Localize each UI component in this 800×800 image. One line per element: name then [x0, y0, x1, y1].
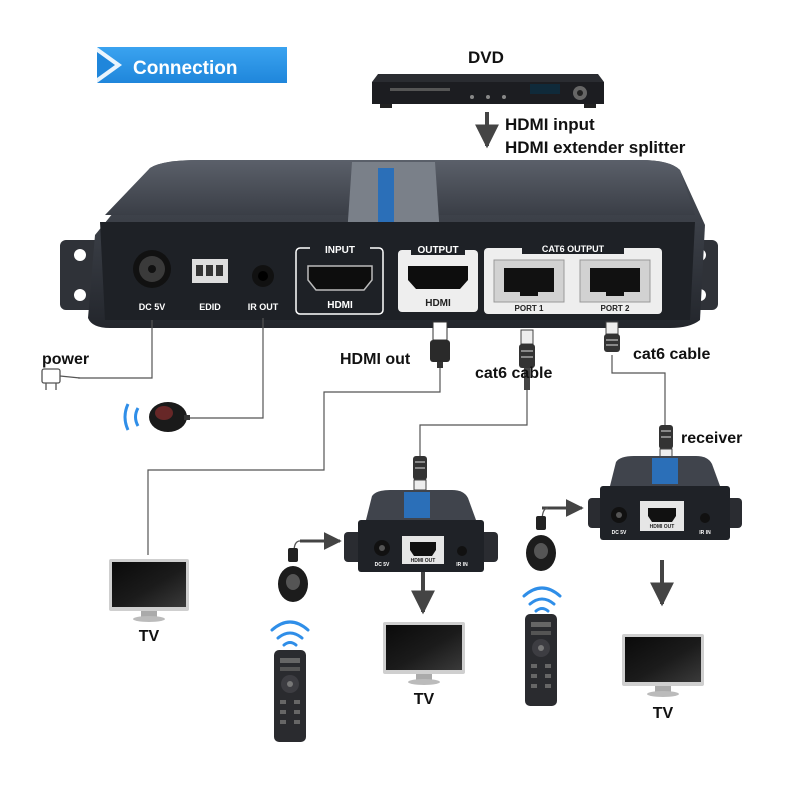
rj45-plug-icon: [413, 456, 427, 491]
rj45-plug-icon: [604, 321, 620, 352]
dvd-player-icon: DVD: [372, 48, 604, 108]
receiver-device-1: DC 5V HDMI OUT IR IN: [344, 490, 498, 572]
rj45-plug-icon: [519, 329, 535, 390]
tv-label-3: TV: [653, 705, 674, 722]
cat6-output-title: CAT6 OUTPUT: [542, 244, 605, 254]
receiver2-hdmi-out-label: HDMI OUT: [650, 524, 675, 530]
cables: [78, 318, 666, 555]
receiver2-dc-label: DC 5V: [612, 530, 627, 536]
edid-port-label: EDID: [199, 302, 221, 312]
input-port-title: INPUT: [325, 245, 355, 256]
banner-text: Connection: [133, 58, 238, 79]
wifi-signal-icon: [522, 586, 562, 613]
receiver-label: receiver: [681, 430, 742, 447]
cat6-cable-label-2: cat6 cable: [633, 346, 710, 363]
ir-eye-icon: [123, 402, 190, 432]
dvd-label: DVD: [468, 48, 504, 67]
tv-icon: [109, 559, 189, 622]
port1-label: PORT 1: [515, 304, 544, 313]
receiver-device-2: DC 5V HDMI OUT IR IN: [588, 456, 742, 540]
remote-icon: [274, 650, 306, 742]
connection-banner: Connection: [97, 47, 287, 83]
dc-port-label: DC 5V: [139, 302, 166, 312]
receiver2-ir-in-label: IR IN: [699, 530, 711, 536]
cat6-cable-label-1: cat6 cable: [475, 365, 552, 382]
tv-icon: [383, 622, 465, 685]
ir-out-port-label: IR OUT: [248, 302, 279, 312]
receiver1-ir-in-label: IR IN: [456, 562, 468, 568]
input-hdmi-label: HDMI: [327, 300, 353, 311]
power-adapter-icon: [41, 368, 81, 390]
wifi-signal-icon: [270, 620, 310, 647]
power-label: power: [42, 351, 89, 368]
receiver1-hdmi-out-label: HDMI OUT: [411, 558, 436, 564]
remote-icon: [525, 614, 557, 706]
tv-icon: [622, 634, 704, 697]
port2-label: PORT 2: [601, 304, 630, 313]
hdmi-input-label: HDMI input: [505, 115, 595, 134]
tv-label-2: TV: [414, 691, 435, 708]
hdmi-out-label: HDMI out: [340, 351, 411, 368]
extender-splitter-label: HDMI extender splitter: [505, 138, 686, 157]
ir-eye-icon: [526, 507, 556, 571]
rj45-plug-icon: [659, 425, 673, 460]
hdmi-plug-icon: [430, 321, 450, 368]
ir-eye-icon: [278, 540, 308, 602]
hdmi-extender-splitter: DC 5V EDID IR OUT INPUT HDMI OUTPUT HDMI…: [60, 160, 718, 328]
tv-label-1: TV: [139, 628, 160, 645]
receiver1-dc-label: DC 5V: [375, 562, 390, 568]
output-port-title: OUTPUT: [417, 245, 458, 256]
output-hdmi-label: HDMI: [425, 298, 451, 309]
